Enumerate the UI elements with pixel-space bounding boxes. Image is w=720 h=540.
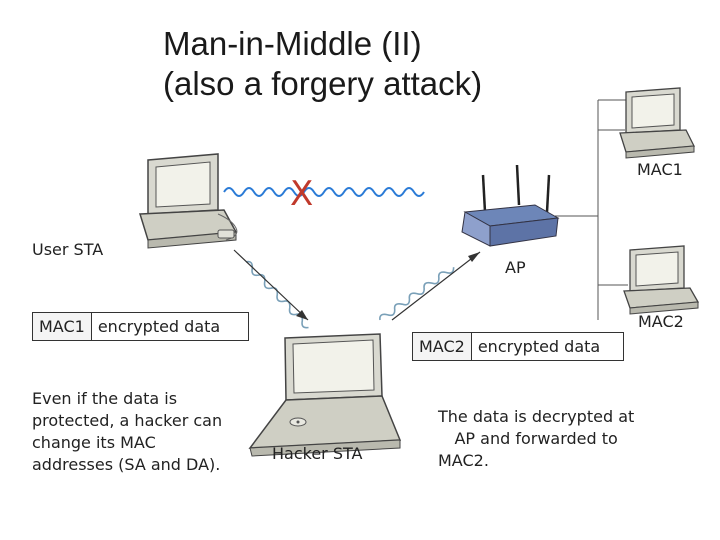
left-note-line: addresses (SA and DA). — [32, 455, 221, 474]
user-sta-computer-icon — [138, 153, 238, 249]
ap-label: AP — [505, 258, 526, 277]
left-frame: MAC1 encrypted data — [32, 312, 249, 341]
lan-wiring — [555, 99, 628, 320]
mac2-label: MAC2 — [638, 312, 684, 331]
wireless-signal-to-ap — [379, 267, 455, 321]
mac2-computer-icon — [623, 245, 700, 315]
arrowhead-hacker-to-ap — [468, 252, 480, 262]
right-note: The data is decrypted at AP and forwarde… — [438, 406, 634, 472]
arrow-user-to-hacker — [233, 249, 309, 321]
wireless-router-icon — [461, 164, 560, 247]
title-line-2: (also a forgery attack) — [163, 65, 483, 102]
right-frame: MAC2 encrypted data — [412, 332, 624, 361]
laptop-icon — [248, 333, 402, 457]
left-note-line: Even if the data is — [32, 389, 178, 408]
arrowhead-user-to-hacker — [296, 310, 308, 320]
title-line-1: Man-in-Middle (II) — [163, 25, 422, 62]
user-sta-label: User STA — [32, 240, 104, 259]
left-note-line: change its MAC — [32, 433, 156, 452]
slide-title: Man-in-Middle (II) (also a forgery attac… — [163, 24, 482, 104]
hacker-sta-label: Hacker STA — [272, 444, 363, 463]
left-note: Even if the data is protected, a hacker … — [32, 388, 222, 476]
mac1-computer-icon — [619, 87, 696, 159]
left-frame-addr: MAC1 — [33, 313, 92, 340]
arrow-hacker-to-ap — [391, 251, 481, 321]
right-note-line: MAC2. — [438, 451, 489, 470]
right-note-line: AP and forwarded to — [454, 429, 618, 448]
left-frame-payload: encrypted data — [97, 317, 221, 336]
mac1-label: MAC1 — [637, 160, 683, 179]
left-note-line: protected, a hacker can — [32, 411, 223, 430]
wireless-signal-to-hacker — [245, 260, 309, 329]
right-note-line: The data is decrypted at — [438, 407, 635, 426]
block-cross-mark: X — [290, 174, 313, 214]
right-frame-payload: encrypted data — [477, 337, 601, 356]
blocked-wireless-signal — [223, 187, 425, 197]
right-frame-addr: MAC2 — [413, 333, 472, 360]
